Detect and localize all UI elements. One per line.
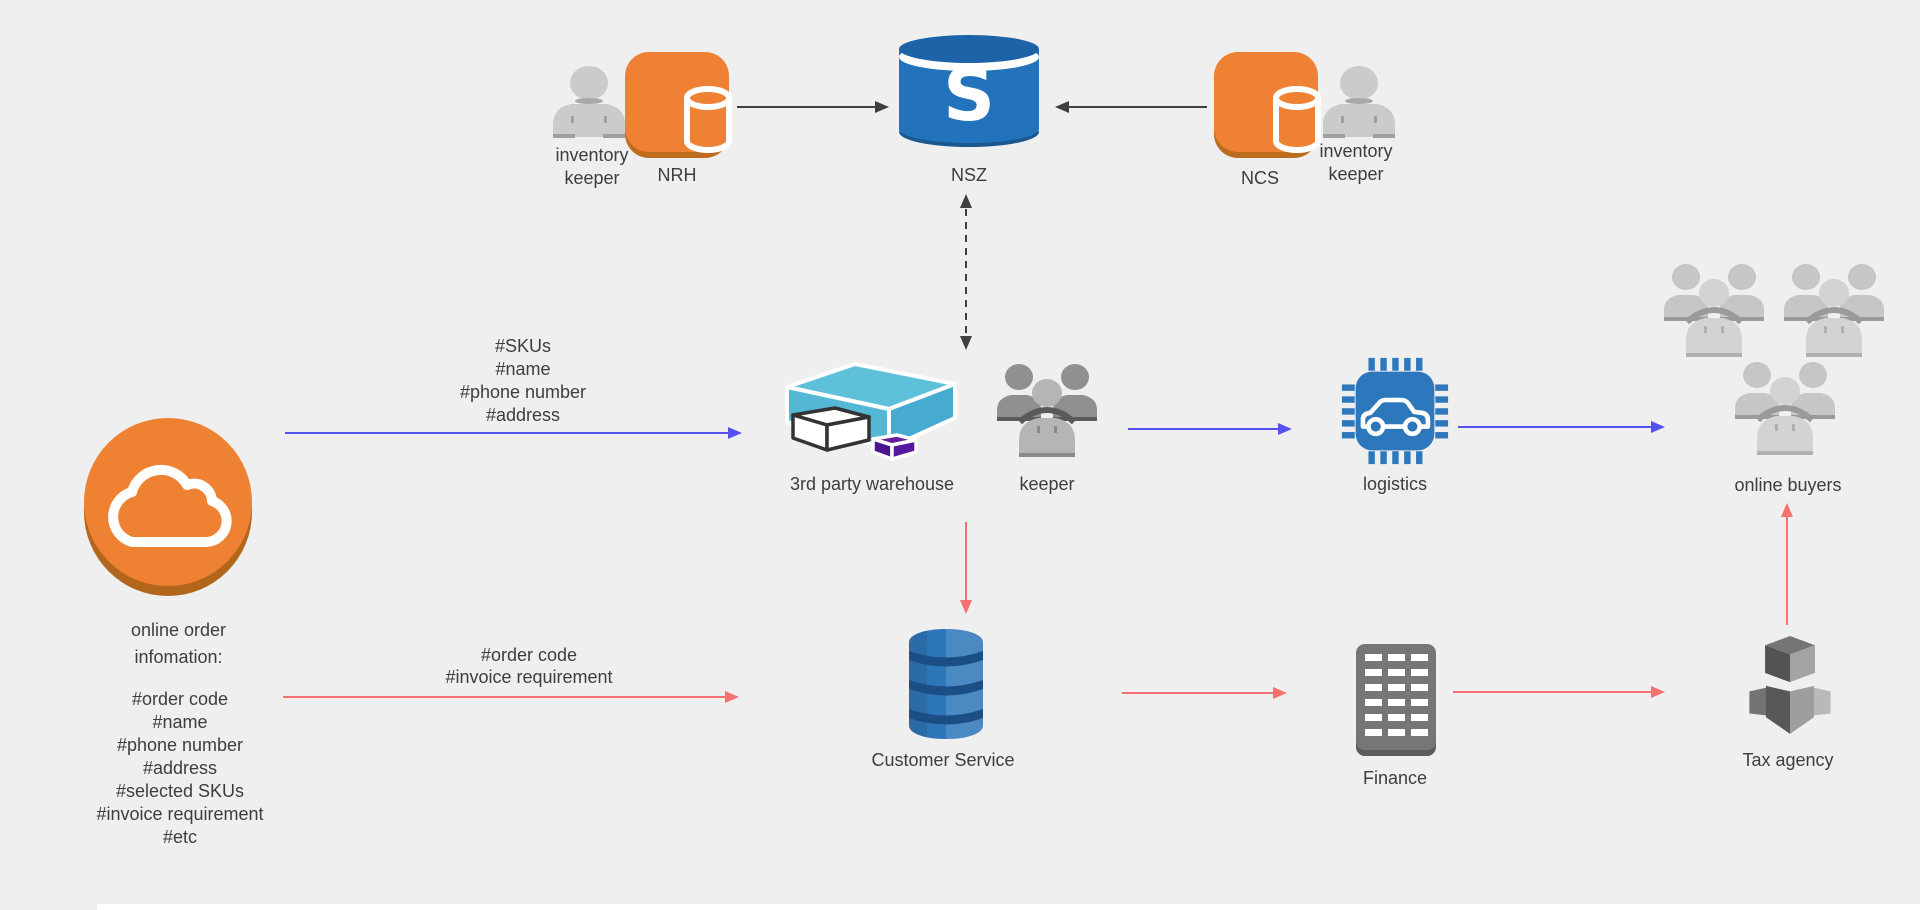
ncs-label: NCS (1240, 168, 1279, 188)
arrow-keeper-to-logistics (1128, 428, 1290, 430)
online-buyers-label: online buyers (1734, 475, 1842, 495)
nsz-database-icon: S (899, 35, 1039, 147)
arrow-finance-to-tax-agency (1453, 691, 1663, 693)
customer-service-db-icon (909, 629, 983, 739)
arrow-nrh-to-nsz (737, 106, 887, 108)
inventory-keeper-right-label: inventory keeper (1319, 141, 1393, 184)
arrow-nsz-warehouse-sync (965, 196, 967, 348)
nrh-label: NRH (657, 165, 697, 185)
warehouse-flow-label: #SKUs #name #phone number #address (459, 336, 587, 425)
warehouse-boxes-icon (785, 362, 957, 461)
person-icon (553, 66, 625, 138)
people-group-icon (1780, 260, 1888, 362)
arrow-tax-agency-to-buyers (1786, 505, 1788, 625)
online-order-cloud-icon (84, 418, 252, 596)
people-group-icon (1731, 358, 1839, 460)
logistics-chip-icon (1341, 357, 1449, 465)
nsz-letter: S (943, 53, 995, 137)
nsz-label: NSZ (951, 165, 987, 185)
arrow-warehouse-to-customer-service (965, 522, 967, 612)
people-group-icon (1660, 260, 1768, 362)
arrow-customer-service-to-finance (1122, 692, 1285, 694)
customer-service-label: Customer Service (871, 750, 1015, 770)
arrow-logistics-to-buyers (1458, 426, 1663, 428)
person-icon (1323, 66, 1395, 138)
inventory-keeper-left-label: inventory keeper (555, 145, 629, 188)
finance-label: Finance (1362, 768, 1428, 788)
tax-agency-label: Tax agency (1742, 750, 1834, 770)
arrow-order-to-warehouse (285, 432, 740, 434)
logistics-label: logistics (1362, 474, 1428, 494)
people-group-icon (993, 360, 1101, 462)
arrow-order-to-customer-service (283, 696, 737, 698)
customer-service-flow-label: #order code #invoice requirement (445, 645, 613, 687)
warehouse-label: 3rd party warehouse (789, 474, 955, 494)
online-order-label: online order infomation: (130, 620, 227, 667)
tax-agency-figure-icon (1749, 636, 1831, 734)
keeper-label: keeper (1019, 474, 1075, 494)
online-order-fields: #order code #name #phone number #address… (96, 689, 264, 847)
database-square-icon (623, 50, 735, 162)
arrow-ncs-to-nsz (1057, 106, 1207, 108)
page-edge (97, 904, 1920, 910)
finance-building-icon (1356, 644, 1436, 756)
